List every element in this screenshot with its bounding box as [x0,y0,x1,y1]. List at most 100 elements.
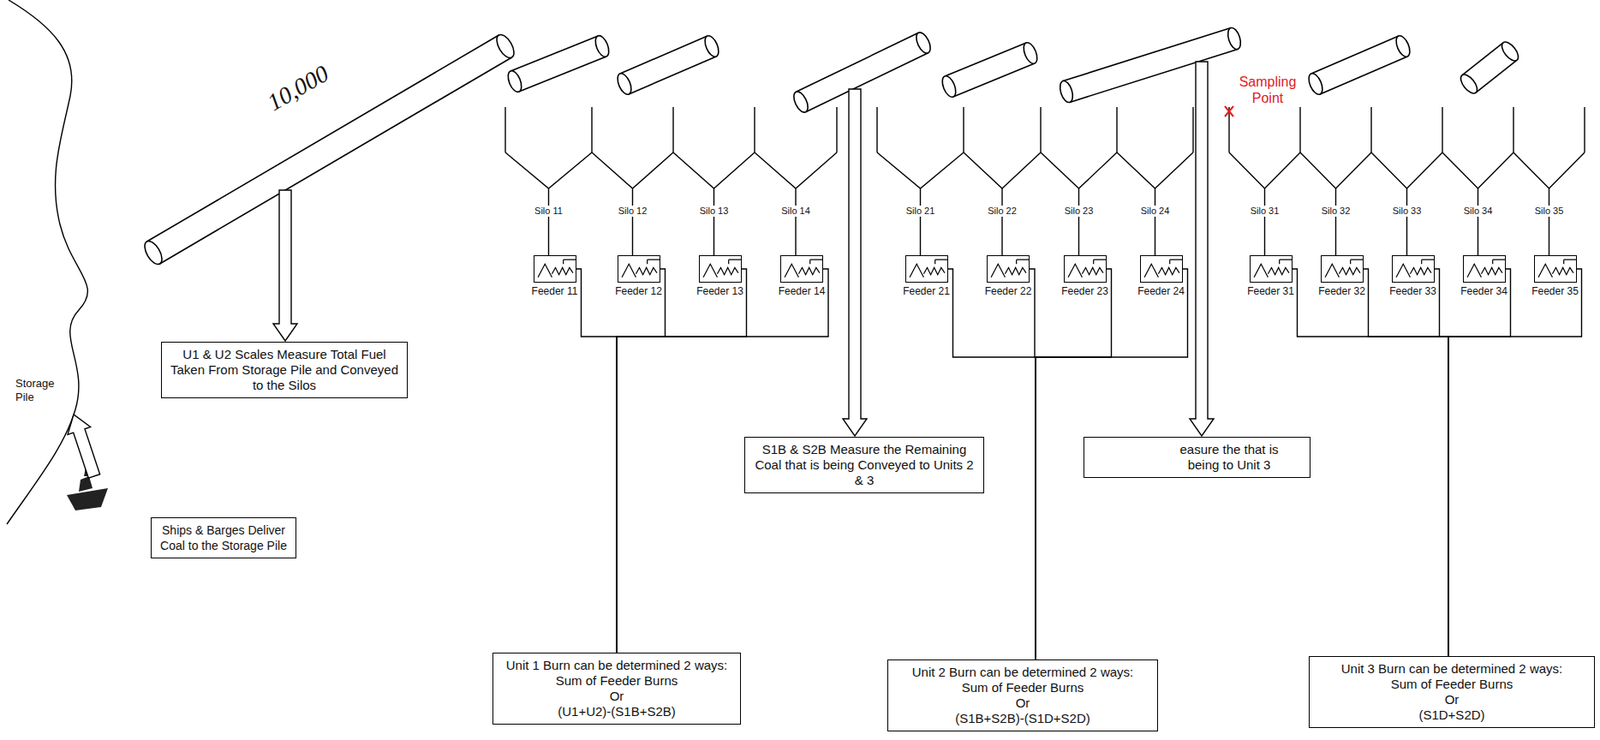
feeder-box: Feeder 35 [1534,255,1577,283]
box-text: Sum of Feeder Burns [894,680,1152,696]
feeder-label: Feeder 14 [778,285,826,298]
feeder-wire [1029,268,1036,660]
silo-label: Silo 22 [985,205,1019,217]
feeder-label: Feeder 35 [1531,285,1579,298]
feeder-wire [1448,268,1583,657]
measure-arrow [842,89,867,436]
scale-box: easure the that is being to Unit 3 [1083,436,1311,478]
feeder-box: Feeder 23 [1063,255,1107,283]
delivery-box: Ships & Barges Deliver Coal to the Stora… [150,517,297,559]
conveyor-tube [141,31,518,267]
feeder-label: Feeder 31 [1247,285,1295,298]
box-text: (S1B+S2B)-(S1D+S2D) [894,710,1152,727]
measure-arrow [273,190,298,341]
box-text: Sum of Feeder Burns [499,673,735,689]
feeder-label: Feeder 22 [985,285,1033,298]
unit-burn-box: Unit 3 Burn can be determined 2 ways:Sum… [1308,656,1595,729]
box-text: Unit 2 Burn can be determined 2 ways: [894,664,1152,681]
measure-arrow [1189,61,1214,436]
box-text: Or [1315,692,1589,708]
silo-label: Silo 23 [1062,205,1096,217]
conveyor-tube [1057,26,1243,105]
feeder-wire [616,268,666,653]
box-text: easure the that is being to Unit 3 [1176,441,1283,473]
feeder-icon [1534,256,1577,282]
feeder-box: Feeder 12 [617,255,661,283]
feeder-icon [1321,256,1363,282]
sampling-mark [1224,106,1234,117]
silo-label: Silo 21 [904,205,938,217]
feeder-icon [906,256,948,282]
box-text: Unit 1 Burn can be determined 2 ways: [499,657,735,674]
feeder-icon [987,256,1029,282]
feeder-label: Feeder 24 [1137,285,1185,298]
feeder-icon [1392,256,1434,282]
conveyor-tube [790,29,933,114]
box-text: Ships & Barges Deliver Coal to the Stora… [157,522,290,554]
feeder-icon [534,256,576,282]
box-text: (U1+U2)-(S1B+S2B) [499,704,735,720]
feeder-box: Feeder 14 [780,255,824,283]
feeder-label: Feeder 23 [1061,285,1109,298]
feeder-label: Feeder 33 [1389,285,1437,298]
feeder-icon [1140,256,1183,282]
box-text: S1B & S2B Measure the Remaining Coal tha… [751,441,978,489]
unit-burn-box: Unit 2 Burn can be determined 2 ways:Sum… [887,659,1159,732]
silo-label: Silo 11 [532,205,565,217]
feeder-label: Feeder 11 [531,285,579,298]
box-text: Or [499,688,735,705]
feeder-label: Feeder 34 [1460,285,1508,298]
sampling-label: Sampling Point [1236,73,1299,107]
feeder-wire [576,268,618,653]
feeder-label: Feeder 13 [696,285,744,298]
feeder-wire [1434,268,1450,657]
feeder-box: Feeder 22 [986,255,1030,283]
silo-label: Silo 24 [1139,205,1172,217]
feeder-box: Feeder 11 [533,255,577,283]
silo-label: Silo 31 [1248,205,1282,217]
silo-label: Silo 12 [616,205,650,217]
feeder-icon [618,256,660,282]
conveyor-tube [505,34,612,95]
feeder-box: Feeder 13 [698,255,742,283]
box-text: Or [894,695,1152,711]
feeder-wire [1448,268,1511,657]
conveyor-tube [939,41,1040,100]
place-label: Storage Pile [15,376,69,404]
box-text: Sum of Feeder Burns [1315,676,1589,693]
box-text: (S1D+S2D) [1315,707,1589,723]
conveyor-tube [1457,39,1522,96]
feeder-box: Feeder 24 [1140,255,1183,283]
silo-label: Silo 35 [1533,205,1566,217]
unit-burn-box: Unit 1 Burn can be determined 2 ways:Sum… [492,652,741,725]
scale-box: U1 & U2 Scales Measure Total Fuel Taken … [161,341,408,399]
feeder-icon [699,256,741,282]
feeder-wire [616,268,747,653]
feeder-icon [1463,256,1505,282]
feeder-box: Feeder 31 [1249,255,1293,283]
feeder-wire [1292,268,1450,657]
feeder-icon [1064,256,1106,282]
shoreline [6,0,88,525]
feeder-box: Feeder 33 [1391,255,1435,283]
conveyor-tube [614,33,722,96]
box-text: Unit 3 Burn can be determined 2 ways: [1315,661,1589,677]
silo-label: Silo 13 [698,205,731,217]
silo-label: Silo 32 [1319,205,1353,217]
handwritten-number: 10,000 [253,53,342,122]
box-text: U1 & U2 Scales Measure Total Fuel Taken … [167,346,401,394]
silo-label: Silo 14 [779,205,812,217]
feeder-label: Feeder 12 [614,285,663,298]
feeder-icon [1250,256,1292,282]
delivery-arrow [62,411,107,481]
feeder-icon [781,256,823,282]
silo-hoppers [505,107,1585,256]
feeder-box: Feeder 32 [1320,255,1364,283]
feeder-label: Feeder 21 [902,285,950,298]
feeder-box: Feeder 34 [1462,255,1506,283]
feeder-label: Feeder 32 [1318,285,1366,298]
feeder-box: Feeder 21 [905,255,949,283]
scale-box: S1B & S2B Measure the Remaining Coal tha… [744,436,985,494]
